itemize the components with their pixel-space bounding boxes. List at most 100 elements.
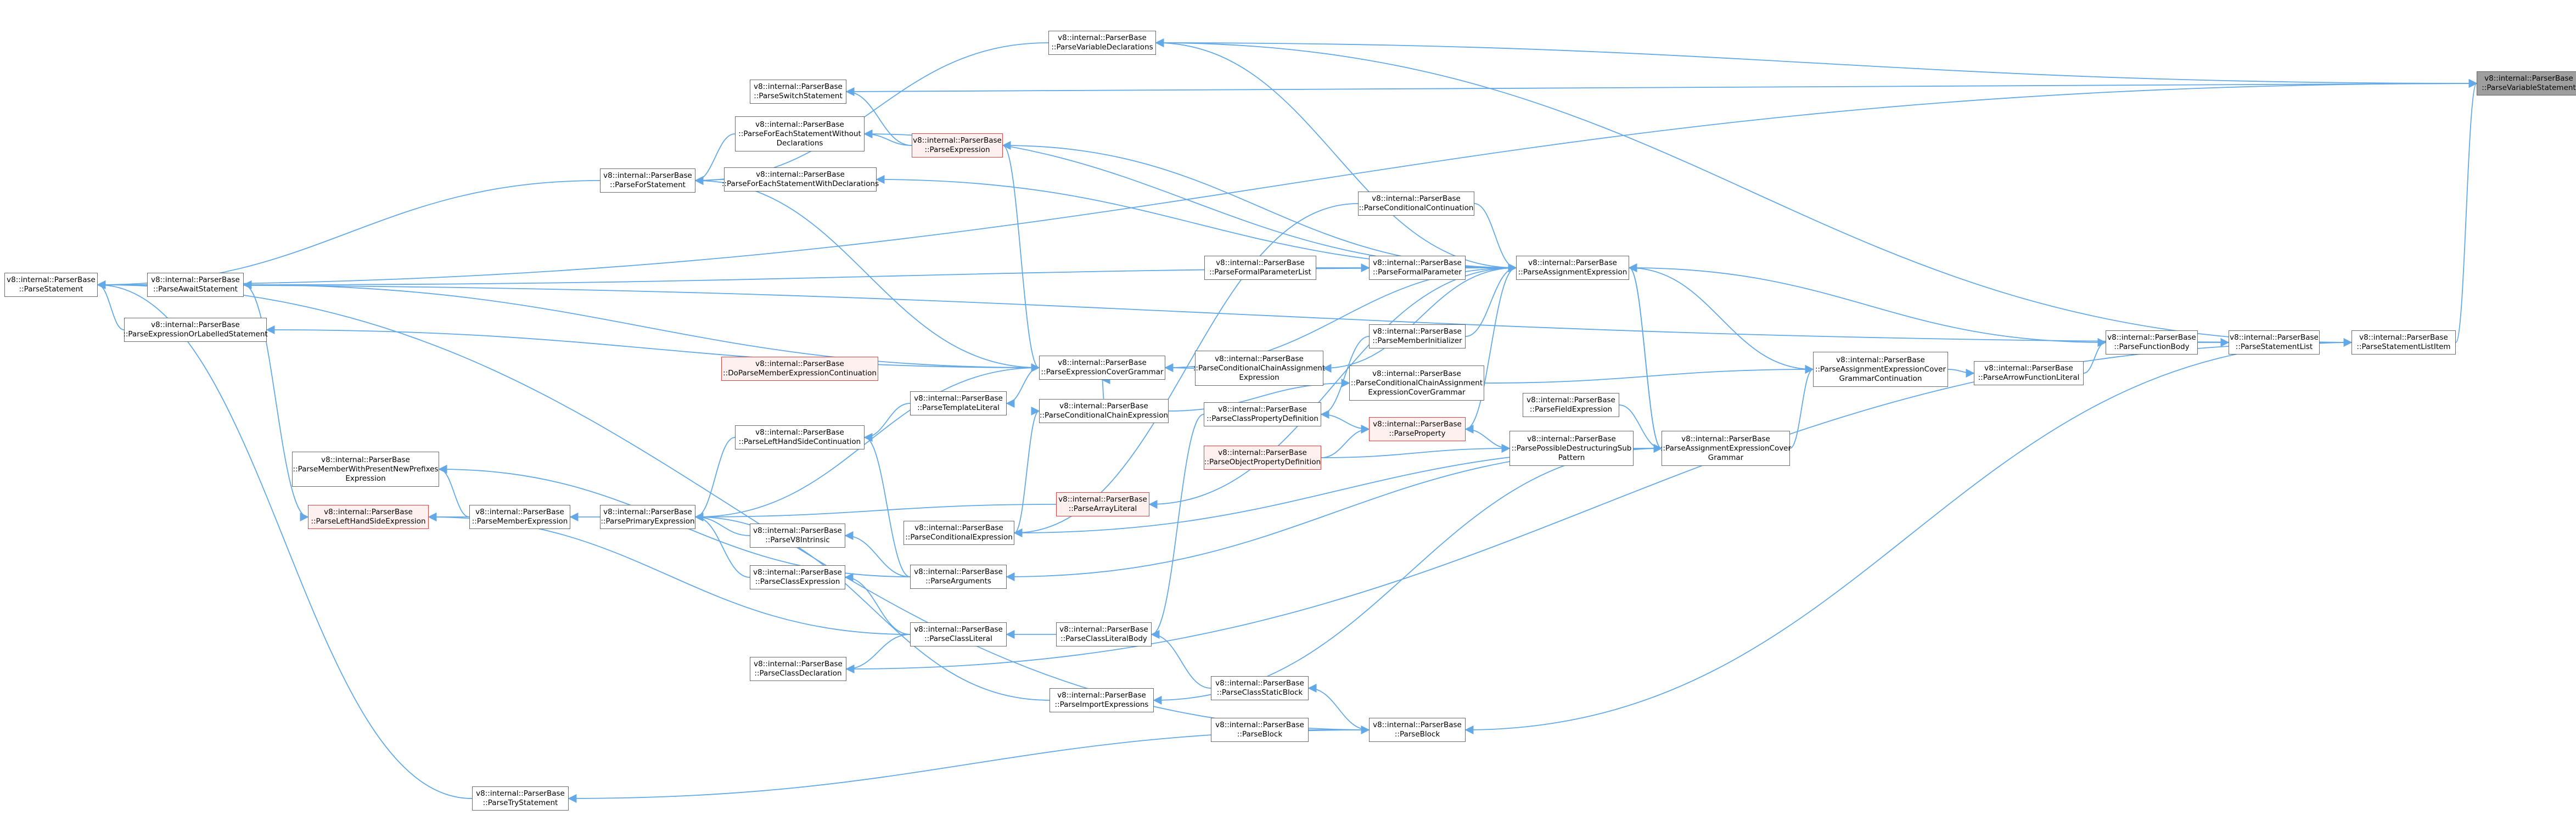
node-parse-class-literal-body[interactable]: v8::internal::ParserBase::ParseClassLite… xyxy=(1056,622,1152,646)
node-parse-formal-parameter[interactable]: v8::internal::ParserBase::ParseFormalPar… xyxy=(1369,256,1466,280)
edge-51 xyxy=(1465,429,1511,453)
node-parse-block[interactable]: v8::internal::ParserBase::ParseBlock xyxy=(1369,718,1466,742)
edge-46 xyxy=(97,280,2352,343)
node-label-line: ::ParseForEachStatementWithout xyxy=(738,129,861,138)
node-parse-member-expression[interactable]: v8::internal::ParserBase::ParseMemberExp… xyxy=(469,505,570,529)
edge-65 xyxy=(863,432,911,577)
node-parse-statement[interactable]: v8::internal::ParserBase::ParseStatement xyxy=(4,273,98,297)
node-parse-arrow-function-literal[interactable]: v8::internal::ParserBase::ParseArrowFunc… xyxy=(1974,361,2084,385)
node-parse-class-static-block[interactable]: v8::internal::ParserBase::ParseClassStat… xyxy=(1211,676,1309,700)
node-parse-assignment-expression-cover-grammar-continuation[interactable]: v8::internal::ParserBase::ParseAssignmen… xyxy=(1813,352,1948,387)
node-label-line: ::ParseTemplateLiteral xyxy=(917,403,1000,412)
node-label-line: v8::internal::ParserBase xyxy=(2484,74,2573,83)
node-parse-v8-intrinsic[interactable]: v8::internal::ParserBase::ParseV8Intrins… xyxy=(750,524,845,548)
node-parse-conditional-continuation[interactable]: v8::internal::ParserBase::ParseCondition… xyxy=(1358,192,1474,216)
node-label-line: v8::internal::ParserBase xyxy=(1372,194,1461,203)
node-label-line: ::ParseTryStatement xyxy=(482,798,558,807)
node-label-line: v8::internal::ParserBase xyxy=(1373,327,1462,336)
node-label-line: ::ParseArrowFunctionLiteral xyxy=(1978,373,2080,382)
node-label-line: ::DoParseMemberExpressionContinuation xyxy=(723,369,877,378)
node-label-line: ::ParseSwitchStatement xyxy=(754,92,843,100)
edge-0 xyxy=(2455,79,2478,343)
node-parse-member-initializer[interactable]: v8::internal::ParserBase::ParseMemberIni… xyxy=(1369,324,1466,348)
node-label-line: ::ParseImportExpressions xyxy=(1054,700,1149,709)
node-parse-possible-destructuring-sub-pattern[interactable]: v8::internal::ParserBase::ParsePossibleD… xyxy=(1509,431,1634,466)
node-parse-statement-list[interactable]: v8::internal::ParserBase::ParseStatement… xyxy=(2229,330,2320,355)
node-label-line: v8::internal::ParserBase xyxy=(754,82,843,91)
node-label-line: v8::internal::ParserBase xyxy=(753,568,842,577)
node-parse-arguments[interactable]: v8::internal::ParserBase::ParseArguments xyxy=(910,565,1007,589)
node-parse-statement-list-item[interactable]: v8::internal::ParserBase::ParseStatement… xyxy=(2351,330,2456,355)
node-parse-expression-or-labelled[interactable]: v8::internal::ParserBase::ParseExpressio… xyxy=(123,318,268,342)
node-parse-member-with-present-new-prefixes[interactable]: v8::internal::ParserBase::ParseMemberWit… xyxy=(292,452,439,487)
node-label-line: ::ParseForStatement xyxy=(610,181,686,189)
node-parse-for-each-without[interactable]: v8::internal::ParserBase::ParseForEachSt… xyxy=(735,116,865,151)
edge-24 xyxy=(1464,267,1517,434)
node-label-line: v8::internal::ParserBase xyxy=(1526,396,1615,404)
node-parse-left-hand-side-expression[interactable]: v8::internal::ParserBase::ParseLeftHandS… xyxy=(308,505,429,529)
node-parse-object-property-definition[interactable]: v8::internal::ParserBase::ParseObjectPro… xyxy=(1204,446,1321,470)
node-label-line: v8::internal::ParserBase xyxy=(2107,333,2196,342)
node-label-line: v8::internal::ParserBase xyxy=(1681,434,1770,443)
edge-1 xyxy=(1155,42,2478,88)
node-parse-variable-declarations[interactable]: v8::internal::ParserBase::ParseVariableD… xyxy=(1048,31,1156,55)
node-label-line: ::ParseMemberInitializer xyxy=(1372,336,1462,345)
node-label-line: v8::internal::ParserBase xyxy=(1373,420,1462,429)
node-label-line: ::ParseExpressionCoverGrammar xyxy=(1041,368,1164,376)
node-label-line: v8::internal::ParserBase xyxy=(7,275,96,284)
node-label-line: v8::internal::ParserBase xyxy=(321,455,410,464)
node-label-line: v8::internal::ParserBase xyxy=(755,120,844,129)
node-parse-formal-parameter-list[interactable]: v8::internal::ParserBase::ParseFormalPar… xyxy=(1204,256,1316,280)
node-label-line: ::ParseAssignmentExpression xyxy=(1518,268,1627,277)
node-label-line: ::ParseConditionalChainExpression xyxy=(1039,411,1169,420)
node-parse-conditional-expression[interactable]: v8::internal::ParserBase::ParseCondition… xyxy=(903,521,1014,545)
node-label-line: ::ParseExpression xyxy=(924,145,990,154)
node-parse-try-statement[interactable]: v8::internal::ParserBase::ParseTryStatem… xyxy=(472,786,569,811)
node-parse-primary-expression[interactable]: v8::internal::ParserBase::ParsePrimaryEx… xyxy=(600,505,695,529)
node-label-line: Expression xyxy=(345,474,386,483)
node-parse-property[interactable]: v8::internal::ParserBase::ParseProperty xyxy=(1369,417,1466,441)
node-parse-block-small[interactable]: v8::internal::ParserBase::ParseBlock xyxy=(1211,718,1309,742)
node-label-line: ::ParseClassLiteral xyxy=(924,634,992,643)
edge-21 xyxy=(243,267,1517,290)
node-parse-for-statement[interactable]: v8::internal::ParserBase::ParseForStatem… xyxy=(600,168,695,193)
node-label-line: ::ParseAssignmentExpressionCover xyxy=(1660,443,1792,453)
node-parse-field-expression[interactable]: v8::internal::ParserBase::ParseFieldExpr… xyxy=(1523,393,1619,417)
node-parse-switch-statement[interactable]: v8::internal::ParserBase::ParseSwitchSta… xyxy=(750,80,846,104)
node-label-line: ::ParseConditionalExpression xyxy=(905,533,1013,542)
edge-32 xyxy=(243,280,1040,368)
edge-57 xyxy=(863,403,911,442)
edge-52 xyxy=(1321,443,1511,458)
node-parse-conditional-chain-assignment-expression-cover[interactable]: v8::internal::ParserBase::ParseCondition… xyxy=(1349,365,1484,401)
node-label-line: ::ParseConditionalChainAssignment xyxy=(1193,363,1326,373)
node-label-line: v8::internal::ParserBase xyxy=(753,526,842,535)
node-parse-class-declaration[interactable]: v8::internal::ParserBase::ParseClassDecl… xyxy=(750,657,846,681)
node-parse-left-hand-side-continuation[interactable]: v8::internal::ParserBase::ParseLeftHandS… xyxy=(735,425,865,449)
node-parse-conditional-chain-assignment-expression[interactable]: v8::internal::ParserBase::ParseCondition… xyxy=(1193,351,1326,386)
node-parse-await-statement[interactable]: v8::internal::ParserBase::ParseAwaitStat… xyxy=(147,273,244,297)
node-do-parse-member-expression-continuation[interactable]: v8::internal::ParserBase::DoParseMemberE… xyxy=(721,357,878,381)
node-label-line: v8::internal::ParserBase xyxy=(1058,495,1147,504)
node-parse-for-each-with[interactable]: v8::internal::ParserBase::ParseForEachSt… xyxy=(722,167,879,192)
node-parse-function-body[interactable]: v8::internal::ParserBase::ParseFunctionB… xyxy=(2106,330,2198,355)
edge-6 xyxy=(2083,338,2107,374)
node-parse-conditional-chain-expression[interactable]: v8::internal::ParserBase::ParseCondition… xyxy=(1039,399,1169,423)
node-root[interactable]: v8::internal::ParserBase::ParseVariableS… xyxy=(2477,71,2576,95)
node-parse-expression-cover-grammar[interactable]: v8::internal::ParserBase::ParseExpressio… xyxy=(1039,356,1165,380)
node-parse-class-expression[interactable]: v8::internal::ParserBase::ParseClassExpr… xyxy=(750,565,845,589)
edge-13 xyxy=(1628,263,1662,449)
node-parse-expression[interactable]: v8::internal::ParserBase::ParseExpressio… xyxy=(912,133,1003,158)
node-label-line: v8::internal::ParserBase xyxy=(1058,358,1147,367)
node-label-line: v8::internal::ParserBase xyxy=(1528,258,1617,267)
node-label-line: ::ParseAwaitStatement xyxy=(153,285,238,294)
node-parse-import-expressions[interactable]: v8::internal::ParserBase::ParseImportExp… xyxy=(1050,688,1154,712)
node-parse-template-literal[interactable]: v8::internal::ParserBase::ParseTemplateL… xyxy=(910,391,1007,415)
node-label-line: Declarations xyxy=(776,138,823,148)
edge-81 xyxy=(694,504,1057,522)
node-label-line: v8::internal::ParserBase xyxy=(603,508,692,516)
node-parse-assignment-expression-cover-grammar[interactable]: v8::internal::ParserBase::ParseAssignmen… xyxy=(1660,431,1792,466)
node-parse-class-literal[interactable]: v8::internal::ParserBase::ParseClassLite… xyxy=(910,622,1007,646)
node-parse-class-property-definition[interactable]: v8::internal::ParserBase::ParseClassProp… xyxy=(1204,402,1321,426)
node-parse-array-literal[interactable]: v8::internal::ParserBase::ParseArrayLite… xyxy=(1056,492,1149,516)
node-parse-assignment-expression[interactable]: v8::internal::ParserBase::ParseAssignmen… xyxy=(1516,256,1629,280)
